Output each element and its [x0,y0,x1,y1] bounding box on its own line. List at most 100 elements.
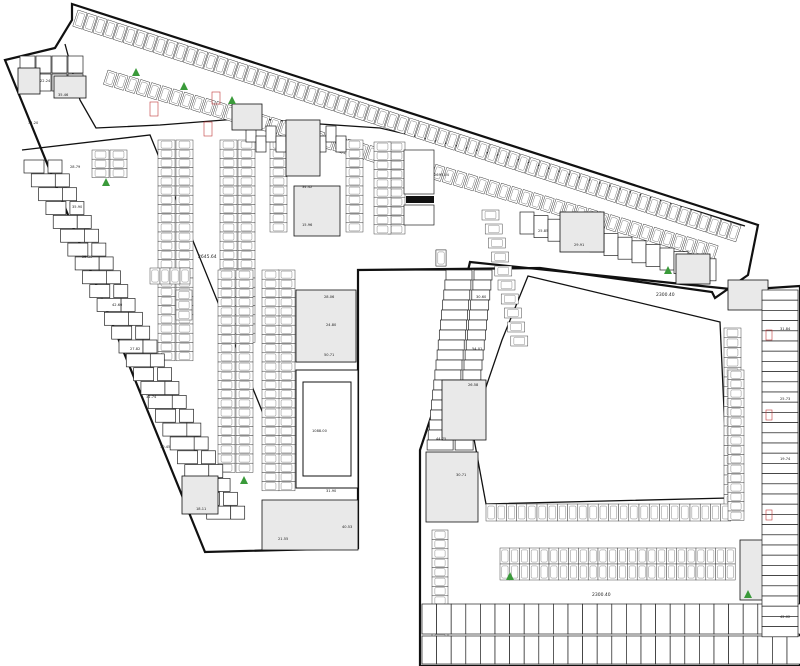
car-outline [222,168,235,176]
parking-stall [237,240,256,251]
stall-outline [261,426,280,436]
stall-outline [509,547,520,565]
parking-stall [345,204,364,214]
car-outline [658,565,666,579]
stair-icon [132,68,140,76]
stall-outline [484,223,503,235]
car-outline [155,38,166,53]
room-cell [761,371,799,383]
car-outline [376,161,389,169]
parking-stall [91,168,110,178]
room-cell [509,635,525,665]
parking-stall [261,453,280,464]
stall-outline [175,148,194,159]
stall-outline [431,529,449,540]
parking-stall [237,204,256,214]
parking-stall [345,176,364,187]
stall-outline [217,370,236,381]
stall-outline [723,347,742,358]
car-outline [356,104,367,119]
stall-outline [516,503,528,522]
car-outline [160,306,173,314]
parking-stall [567,503,579,522]
car-outline [530,565,538,579]
car-outline [589,505,597,520]
car-outline [620,505,628,520]
car-outline [521,549,528,563]
stall-outline [277,324,296,335]
stall-outline [217,324,236,335]
parking-stall [727,482,745,493]
car-outline [687,549,695,563]
stall-outline [578,563,589,581]
parking-stall [485,503,497,522]
car-outline [178,177,191,186]
stall-outline [277,269,296,280]
core-sw [181,475,219,515]
room-area-label: 30.45 [160,445,170,449]
stall-outline [283,78,299,99]
parking-stall [373,187,392,198]
room-cell [761,401,799,413]
parking-stall [597,563,609,581]
car-outline [467,140,478,155]
car-outline [272,196,285,204]
stall-outline [235,370,254,381]
stall-outline [217,315,236,326]
parking-stall [261,370,280,381]
stair-icon [102,178,110,186]
stall-outline [546,503,558,522]
room-cell [655,603,671,635]
room-cell [728,603,744,635]
car-outline [94,169,107,177]
parking-stall [277,398,296,409]
stall-outline [175,259,194,270]
car-outline [264,436,277,444]
parking-stall [146,82,162,101]
parking-stall [235,269,254,280]
room-cell [523,603,540,635]
stall-outline [175,250,194,260]
stall-outline [219,176,238,187]
car-outline [264,289,277,297]
parking-stall [656,547,667,565]
stall-outline [217,343,236,354]
parking-stall [157,305,176,316]
stair-icon [744,590,752,598]
stall-outline [345,167,364,178]
car-outline [165,42,176,56]
room-cell [45,201,67,215]
parking-stall [434,127,450,148]
stall-outline [345,222,364,233]
car-outline [220,344,233,352]
car-outline [105,22,115,37]
stall-outline [434,127,450,148]
stall-outline [269,176,288,187]
parking-stall [597,503,609,522]
stall-outline [193,48,209,69]
car-outline [678,208,689,223]
car-outline [608,216,618,230]
parking-stall [175,204,194,214]
stall-outline [538,563,550,581]
room-cell [464,349,484,361]
parking-stall [431,586,449,597]
parking-stall [237,250,256,260]
core-nw2 [53,75,87,99]
parking-stall [648,503,660,522]
parking-stall [157,194,176,205]
parking-stall [261,389,280,400]
parking-stall [727,388,745,399]
parking-stall [152,35,168,56]
room-cell [761,361,799,372]
parking-stall [175,250,194,260]
car-outline [537,163,548,178]
car-outline [508,505,515,520]
car-outline [220,270,233,279]
room-cell [761,626,799,638]
car-outline [531,194,542,208]
parking-stall [219,204,238,214]
stall-outline [727,435,745,446]
car-outline [240,242,253,250]
stall-outline [217,352,236,363]
